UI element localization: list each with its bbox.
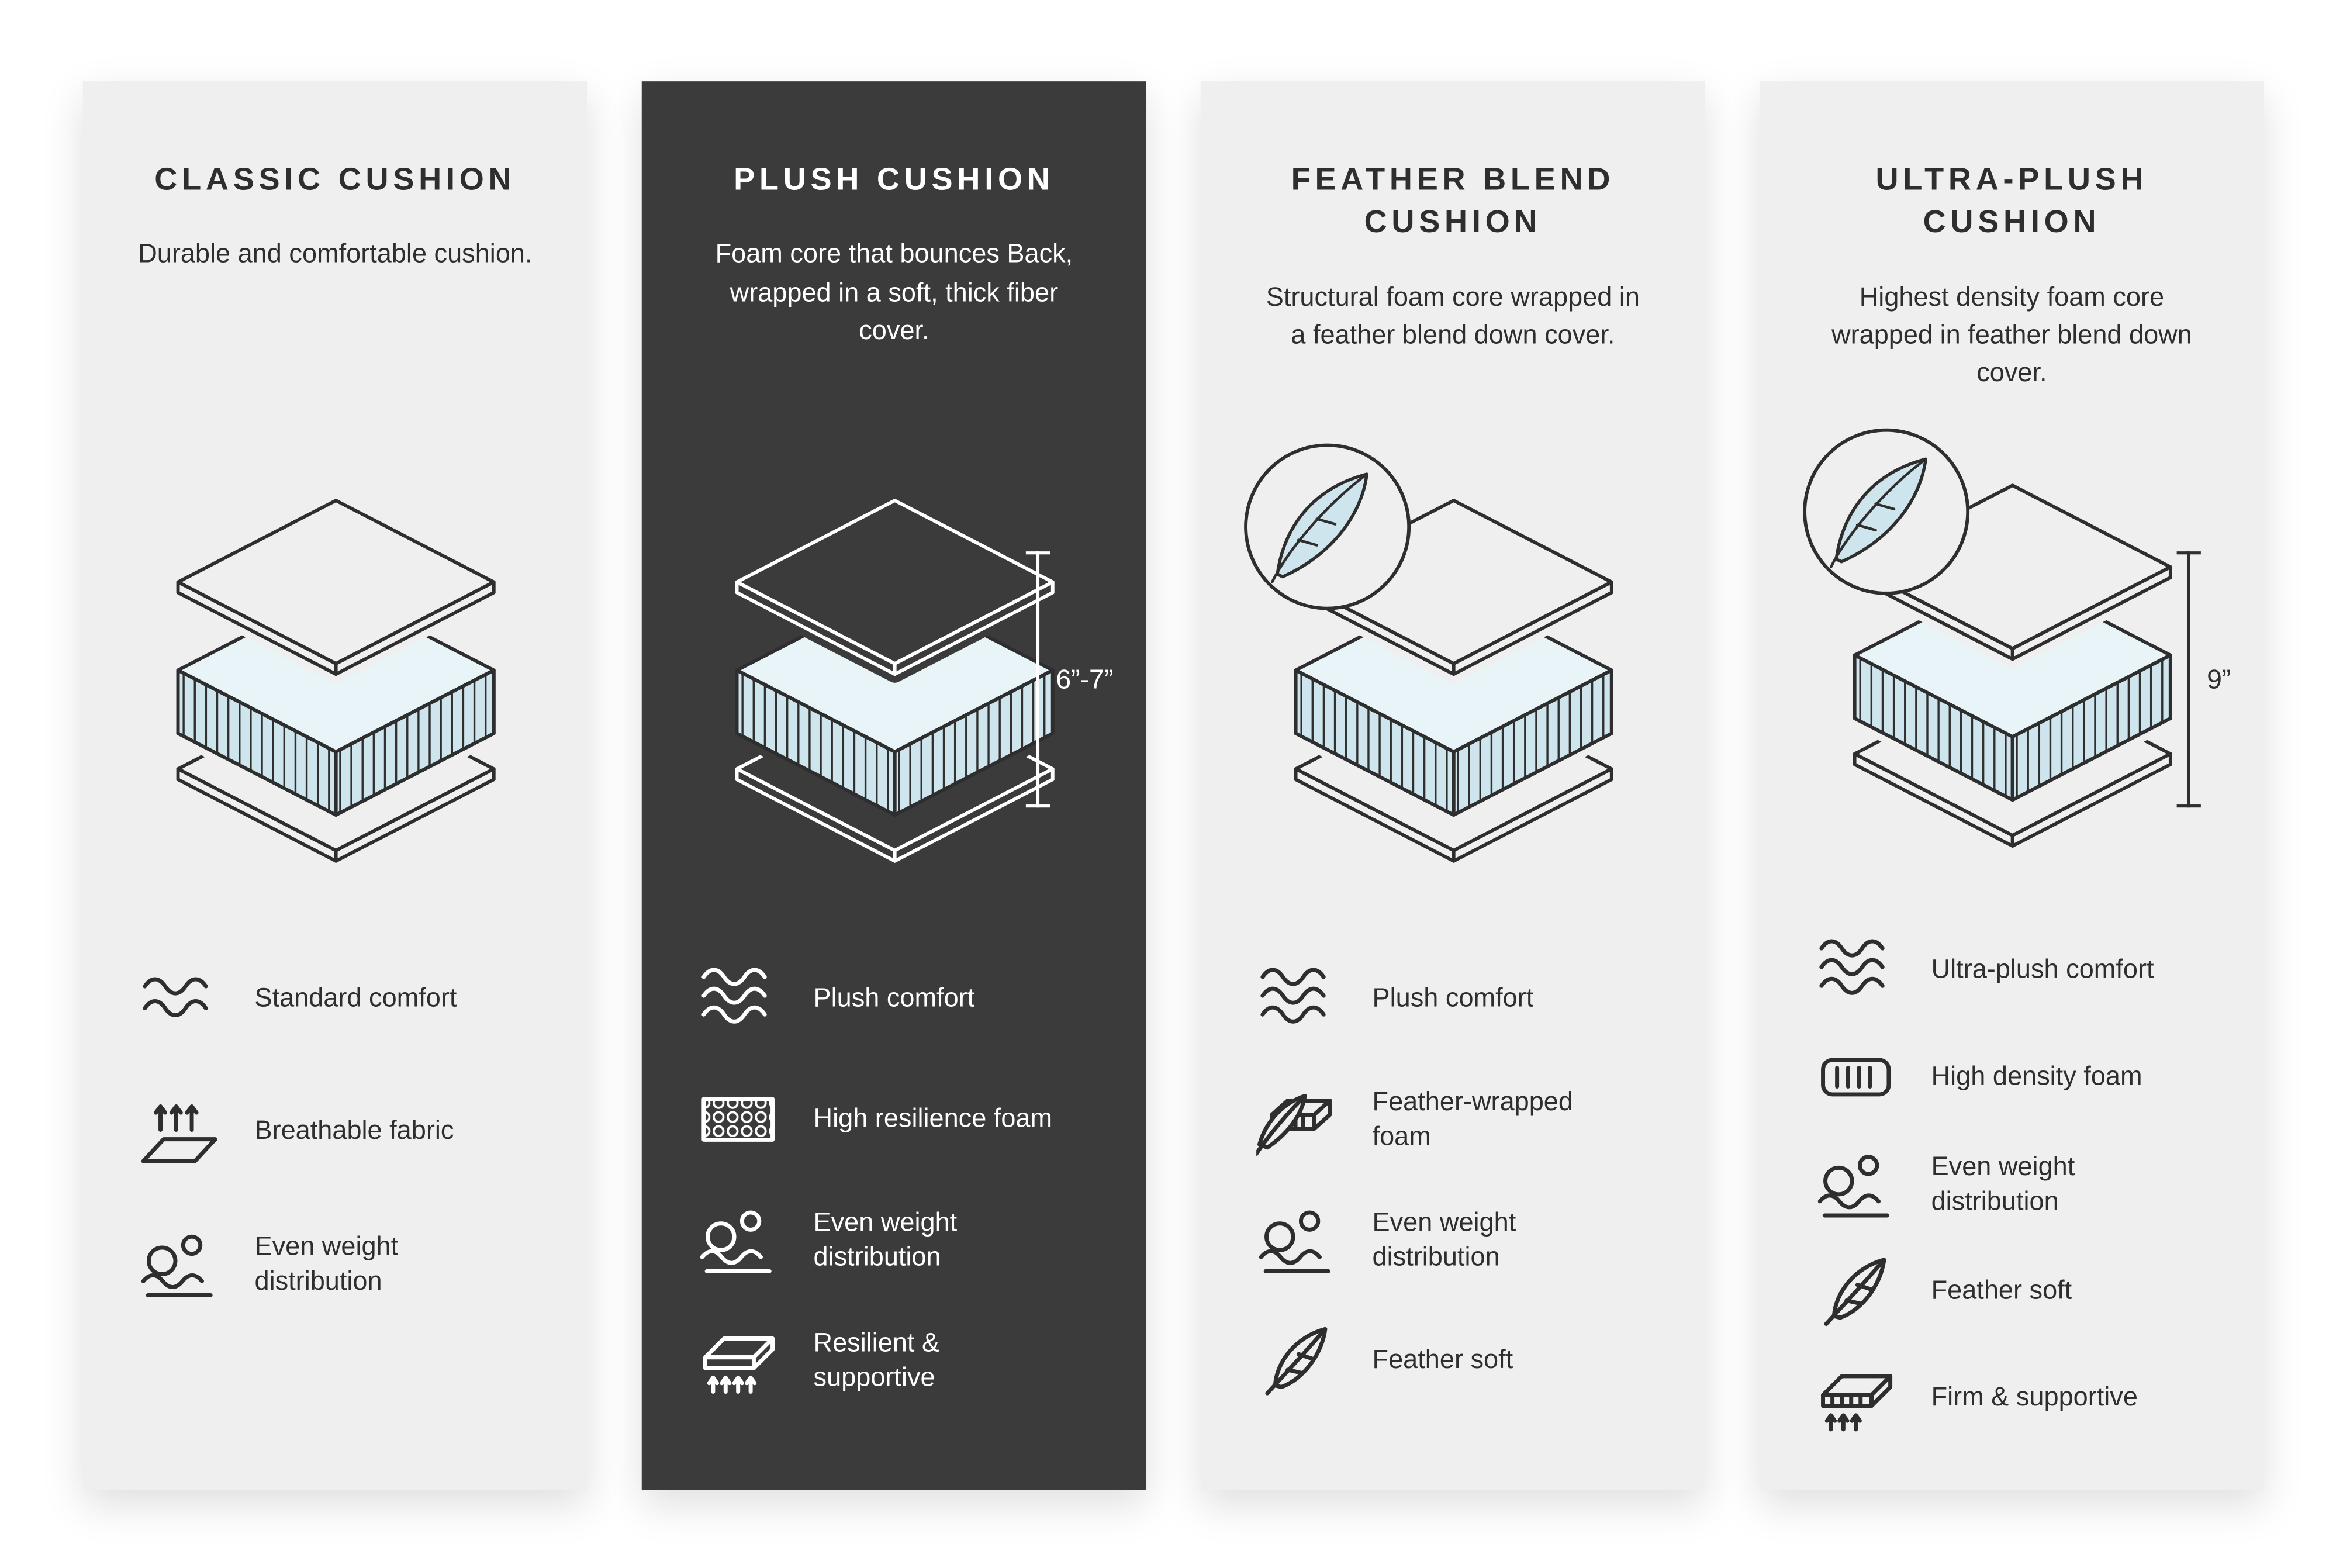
feature-item: Feather-wrapped foam bbox=[1255, 1082, 1675, 1157]
mattress-arrows-icon bbox=[696, 1323, 780, 1398]
feature-label: Feather soft bbox=[1372, 1344, 1513, 1375]
feature-list: Ultra-plush comfort High density foam Ev… bbox=[1789, 932, 2234, 1436]
feature-label: Feather soft bbox=[1931, 1275, 2072, 1305]
feature-label: Breathable fabric bbox=[254, 1115, 454, 1146]
feature-list: Plush comfort Feather-wrapped foam Even … bbox=[1231, 961, 1675, 1398]
card-header: FEATHER BLEND CUSHION Structural foam co… bbox=[1231, 160, 1675, 403]
breathable-icon bbox=[137, 1094, 221, 1169]
feature-item: Plush comfort bbox=[696, 961, 1117, 1037]
feature-label: Plush comfort bbox=[813, 983, 975, 1013]
feature-list: Standard comfort Breathable fabric Even … bbox=[113, 961, 557, 1301]
density-foam-icon bbox=[1814, 1039, 1898, 1115]
card-description: Durable and comfortable cushion. bbox=[138, 239, 533, 269]
feature-label: Even weight distribution bbox=[1372, 1206, 1516, 1272]
card-title: ULTRA-PLUSH CUSHION bbox=[1875, 163, 2148, 240]
feature-label: Plush comfort bbox=[1372, 983, 1534, 1013]
feather-badge bbox=[1243, 443, 1410, 610]
card-header: CLASSIC CUSHION Durable and comfortable … bbox=[113, 160, 557, 403]
card-title: CLASSIC CUSHION bbox=[154, 163, 516, 198]
card-plush-cushion: PLUSH CUSHION Foam core that bounces Bac… bbox=[641, 81, 1147, 1490]
feature-item: Plush comfort bbox=[1255, 961, 1675, 1037]
feather-icon bbox=[1255, 1323, 1339, 1398]
feature-item: Even weight distribution bbox=[137, 1227, 557, 1302]
cushion-layers-illustration bbox=[113, 425, 557, 922]
feature-item: Feather soft bbox=[1814, 1253, 2234, 1329]
cushion-layers-illustration: 6”-7” bbox=[672, 425, 1116, 922]
mattress-arrows-icon bbox=[1814, 1360, 1898, 1436]
even-weight-icon bbox=[696, 1202, 780, 1277]
card-description: Foam core that bounces Back, wrapped in … bbox=[715, 239, 1073, 346]
top-layer bbox=[727, 491, 1061, 682]
feature-label: Standard comfort bbox=[254, 983, 457, 1013]
card-ultra-plush-cushion: ULTRA-PLUSH CUSHION Highest density foam… bbox=[1759, 81, 2265, 1490]
honeycomb-foam-icon bbox=[696, 1082, 780, 1157]
feature-list: Plush comfort High resilience foam Even … bbox=[672, 961, 1116, 1398]
feature-label: Even weight distribution bbox=[813, 1206, 958, 1272]
waves-icon bbox=[1255, 961, 1339, 1037]
cushion-layers-illustration: 9” bbox=[1789, 425, 2234, 893]
measure-label: 9” bbox=[2207, 664, 2231, 694]
even-weight-icon bbox=[1255, 1202, 1339, 1277]
thickness-measure: 6”-7” bbox=[1025, 551, 1114, 808]
feature-label: Even weight distribution bbox=[1931, 1151, 2075, 1216]
card-classic-cushion: CLASSIC CUSHION Durable and comfortable … bbox=[82, 81, 588, 1490]
card-title: PLUSH CUSHION bbox=[734, 163, 1055, 198]
measure-label: 6”-7” bbox=[1056, 664, 1114, 694]
feature-item: Standard comfort bbox=[137, 961, 557, 1037]
feature-item: High density foam bbox=[1814, 1039, 2234, 1115]
feature-label: Resilient & supportive bbox=[813, 1327, 940, 1393]
even-weight-icon bbox=[1814, 1146, 1898, 1222]
feature-label: High resilience foam bbox=[813, 1103, 1053, 1134]
feature-item: Firm & supportive bbox=[1814, 1360, 2234, 1436]
card-header: PLUSH CUSHION Foam core that bounces Bac… bbox=[672, 160, 1116, 403]
feature-label: High density foam bbox=[1931, 1061, 2142, 1092]
even-weight-icon bbox=[137, 1227, 221, 1302]
feature-label: Firm & supportive bbox=[1931, 1382, 2138, 1412]
cushion-layers-illustration bbox=[1231, 425, 1675, 922]
waves-icon bbox=[1814, 932, 1898, 1008]
feature-item: Resilient & supportive bbox=[696, 1323, 1117, 1398]
feature-item: Even weight distribution bbox=[696, 1202, 1117, 1277]
feature-label: Ultra-plush comfort bbox=[1931, 954, 2154, 985]
layer-stack-graphic bbox=[168, 491, 502, 869]
card-description: Highest density foam core wrapped in fea… bbox=[1831, 281, 2192, 388]
feature-item: Even weight distribution bbox=[1814, 1146, 2234, 1222]
feature-item: Ultra-plush comfort bbox=[1814, 932, 2234, 1008]
layer-stack-graphic bbox=[1243, 443, 1620, 869]
feature-item: Breathable fabric bbox=[137, 1094, 557, 1169]
thickness-measure: 9” bbox=[2176, 551, 2231, 808]
card-description: Structural foam core wrapped in a feathe… bbox=[1266, 281, 1640, 350]
layer-stack-graphic bbox=[1802, 428, 2179, 855]
measure-line bbox=[1025, 551, 1050, 808]
feature-item: High resilience foam bbox=[696, 1082, 1117, 1157]
top-layer bbox=[168, 491, 502, 682]
card-header: ULTRA-PLUSH CUSHION Highest density foam… bbox=[1789, 160, 2234, 403]
feature-item: Feather soft bbox=[1255, 1323, 1675, 1398]
feather-foam-icon bbox=[1255, 1082, 1339, 1157]
layer-stack-graphic bbox=[727, 491, 1061, 869]
feather-icon bbox=[1814, 1253, 1898, 1329]
feature-label: Feather-wrapped foam bbox=[1372, 1086, 1574, 1151]
waves-icon bbox=[696, 961, 780, 1037]
feature-label: Even weight distribution bbox=[254, 1231, 399, 1296]
feature-item: Even weight distribution bbox=[1255, 1202, 1675, 1277]
card-title: FEATHER BLEND CUSHION bbox=[1291, 163, 1615, 240]
card-feather-blend-cushion: FEATHER BLEND CUSHION Structural foam co… bbox=[1200, 81, 1706, 1490]
feather-badge bbox=[1802, 428, 1969, 595]
measure-line bbox=[2176, 551, 2201, 808]
waves-icon bbox=[137, 961, 221, 1037]
